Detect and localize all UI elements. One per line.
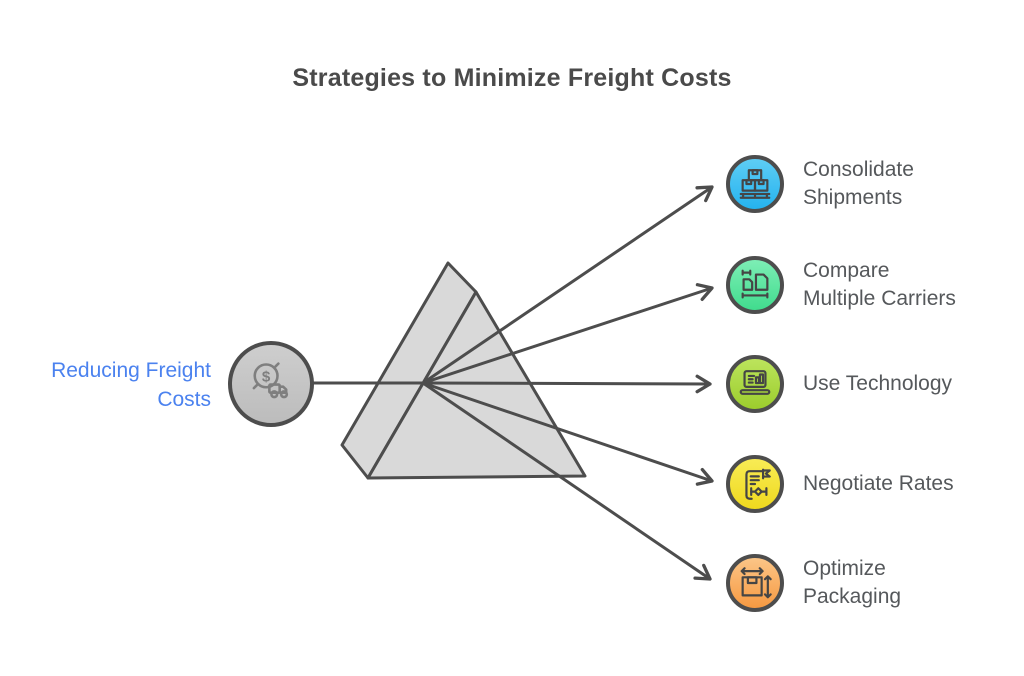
strategy-node-optimize-packaging: Optimize Packaging	[726, 550, 901, 616]
pallet-boxes-icon	[739, 169, 771, 199]
strategy-node-compare-carriers: Compare Multiple Carriers	[726, 252, 956, 318]
laptop-chart-icon	[739, 370, 771, 395]
ray-consolidate-shipments	[421, 185, 714, 385]
package-dimensions-icon	[740, 567, 772, 599]
ray-negotiate-rates	[421, 381, 714, 486]
use-technology-circle	[726, 355, 784, 413]
ray-use-technology	[421, 374, 712, 394]
strategy-node-use-technology: Use Technology	[726, 351, 952, 417]
negotiate-rates-circle	[726, 455, 784, 513]
strategy-label: Negotiate Rates	[803, 472, 954, 495]
diagram-title: Strategies to Minimize Freight Costs	[292, 64, 732, 92]
strategy-node-consolidate-shipments: Consolidate Shipments	[726, 151, 914, 217]
light-rays	[312, 185, 714, 581]
money-truck-icon: $	[252, 362, 289, 399]
ray-compare-carriers	[421, 283, 714, 385]
compare-carriers-circle	[726, 256, 784, 314]
svg-text:$: $	[262, 368, 271, 385]
source-label: Reducing Freight Costs	[51, 359, 211, 411]
source-circle: $	[228, 341, 314, 427]
contract-handshake-icon	[745, 468, 771, 500]
consolidate-shipments-circle	[726, 155, 784, 213]
compare-sizes-icon	[741, 269, 769, 299]
strategy-label: Optimize Packaging	[803, 557, 902, 608]
ray-optimize-packaging	[421, 381, 712, 581]
strategy-label: Consolidate Shipments	[803, 158, 914, 209]
strategy-label: Use Technology	[803, 372, 953, 395]
optimize-packaging-circle	[726, 554, 784, 612]
strategy-label: Compare Multiple Carriers	[803, 259, 956, 310]
strategy-node-negotiate-rates: Negotiate Rates	[726, 451, 954, 517]
